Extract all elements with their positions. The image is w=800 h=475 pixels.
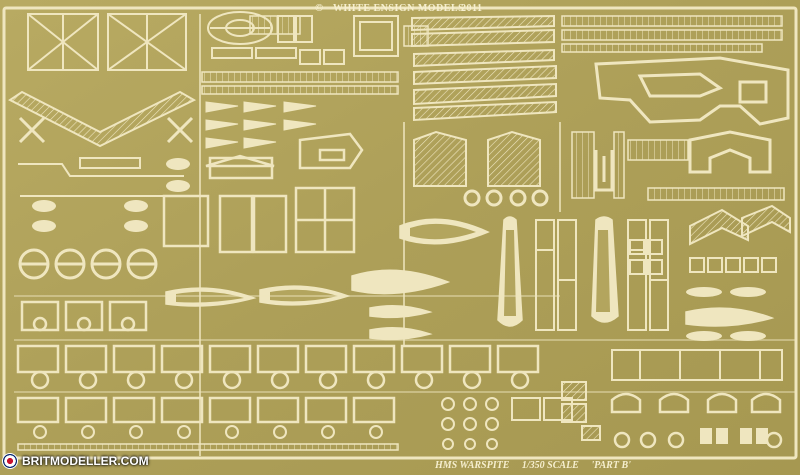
manufacturer-name: WHITE ENSIGN MODELS <box>333 3 465 14</box>
wheels <box>463 189 549 207</box>
watermark-text: BRITMODELLER.COM <box>22 454 149 468</box>
lower-right-panels <box>611 349 783 381</box>
paddle-parts <box>686 287 766 341</box>
long-ladders-right <box>561 15 783 53</box>
crane-jibs <box>411 14 557 122</box>
roundel-icon <box>2 453 18 469</box>
sprue-lines <box>14 14 796 456</box>
cleat-grid <box>629 239 777 275</box>
round-hatches <box>18 248 158 280</box>
fan-blades <box>205 101 317 149</box>
ship-name: HMS WARSPITE <box>435 460 510 471</box>
bottom-rod <box>17 443 399 451</box>
hatch-plates <box>561 381 601 441</box>
davit-frames <box>535 219 669 331</box>
bridge-deck-outline <box>594 56 790 126</box>
v-arm-left <box>8 90 197 148</box>
fret-footer: HMS WARSPITE 1/350 SCALE 'PART B' <box>435 460 641 471</box>
clip-parts <box>32 158 190 232</box>
copyright-symbol: © <box>315 2 324 14</box>
chevrons <box>689 204 791 246</box>
bollard-row-3 <box>30 370 530 390</box>
left-rails <box>18 157 184 197</box>
director-frames <box>413 130 541 187</box>
sheet-year: 2011 <box>461 3 483 14</box>
bollard-row-1 <box>20 300 148 332</box>
box-walkways <box>162 186 356 254</box>
gun-mounts <box>610 392 782 414</box>
grilles-mid <box>571 131 785 201</box>
mast-lattice-left <box>27 13 187 71</box>
hose-reels <box>700 428 768 444</box>
cross-parts <box>18 116 194 144</box>
deck-plates-centre <box>205 132 364 180</box>
scale-label: 1/350 SCALE <box>521 460 579 471</box>
bollard-row-4 <box>16 396 396 424</box>
site-watermark: BRITMODELLER.COM <box>2 452 149 470</box>
bollard-row-5 <box>33 425 383 439</box>
u-channels <box>594 150 614 192</box>
part-label: 'PART B' <box>591 460 631 471</box>
fret-border <box>2 6 798 460</box>
arch-part <box>688 130 772 174</box>
